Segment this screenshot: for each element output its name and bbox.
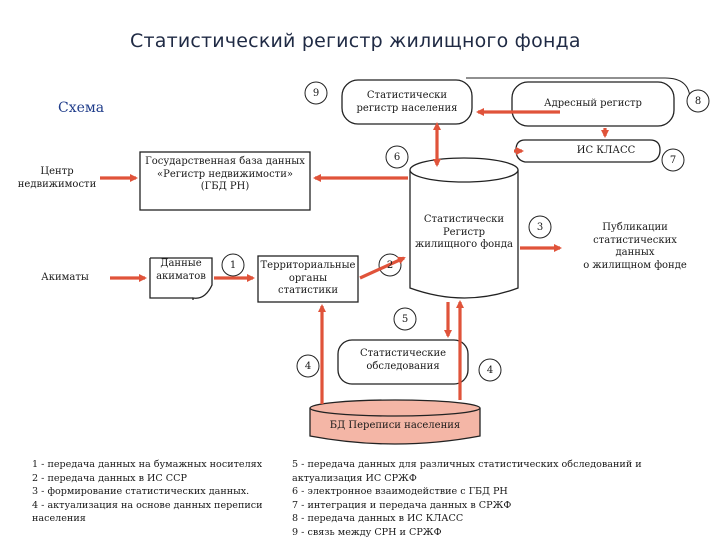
node-gbd-rn: Государственная база данных «Регистр нед… bbox=[145, 156, 305, 192]
num-7: 7 bbox=[669, 154, 677, 166]
node-terr-organy: Территориальные органы статистики bbox=[260, 260, 356, 296]
num-circle-4b bbox=[478, 358, 502, 382]
node-stat-obsled-shape bbox=[337, 339, 469, 385]
node-akimaty: Акиматы bbox=[41, 272, 89, 283]
node-publications: Публикации статистических данных о жилищ… bbox=[583, 222, 687, 271]
node-addr-reg: Адресный регистр bbox=[544, 98, 642, 109]
num-circle-4a bbox=[296, 354, 320, 378]
node-bd-perepisi: БД Переписи населения bbox=[329, 420, 461, 431]
num-circle-5 bbox=[393, 307, 417, 331]
num-8: 8 bbox=[694, 95, 702, 107]
node-is-klass-shape bbox=[515, 139, 661, 163]
num-1: 1 bbox=[229, 259, 237, 271]
node-stat-reg-zhil-top bbox=[409, 157, 519, 183]
num-circle-3 bbox=[528, 215, 552, 239]
num-9: 9 bbox=[312, 87, 320, 99]
legend-left: 1 - передача данных на бумажных носителя… bbox=[32, 459, 263, 524]
node-stat-reg-zhil: Статистически Регистр жилищного фонда bbox=[415, 214, 513, 250]
num-circle-7 bbox=[661, 148, 685, 172]
arrows bbox=[100, 108, 609, 404]
num-5: 5 bbox=[401, 313, 409, 325]
num-3: 3 bbox=[536, 221, 544, 233]
num-circle-6 bbox=[385, 145, 409, 169]
num-2: 2 bbox=[386, 259, 394, 271]
node-addr-reg-shape bbox=[511, 81, 675, 127]
arrow-terr-to-zhil bbox=[359, 256, 406, 280]
node-dannye-akimatov: Данные акиматов bbox=[156, 258, 206, 282]
num-4a: 4 bbox=[304, 360, 312, 372]
node-stat-reg-zhil-shape bbox=[409, 170, 519, 299]
node-terr-organy-shape bbox=[257, 255, 359, 303]
node-gbd-rn-shape bbox=[139, 151, 311, 211]
num-circle-9 bbox=[304, 81, 328, 105]
node-stat-reg-nasel: Статистически регистр населения bbox=[356, 90, 458, 114]
page-title: Статистический регистр жилищного фонда bbox=[130, 30, 581, 52]
num-6: 6 bbox=[393, 151, 401, 163]
legend-right: 5 - передача данных для различных статис… bbox=[292, 459, 642, 538]
num-circle-1 bbox=[221, 253, 245, 277]
node-is-klass: ИС КЛАСС bbox=[576, 145, 636, 156]
node-bd-perepisi-top bbox=[309, 399, 481, 417]
node-bd-perepisi-shape bbox=[309, 408, 481, 445]
node-stat-obsled: Статистические обследования bbox=[359, 348, 447, 372]
num-circle-8 bbox=[686, 89, 710, 113]
schema-label: Схема bbox=[58, 100, 105, 116]
num-4b: 4 bbox=[486, 364, 494, 376]
node-dannye-akimatov-shape bbox=[149, 257, 213, 300]
node-center-nedvizh: Центр недвижимости bbox=[17, 166, 97, 190]
node-stat-reg-nasel-shape bbox=[341, 79, 473, 125]
